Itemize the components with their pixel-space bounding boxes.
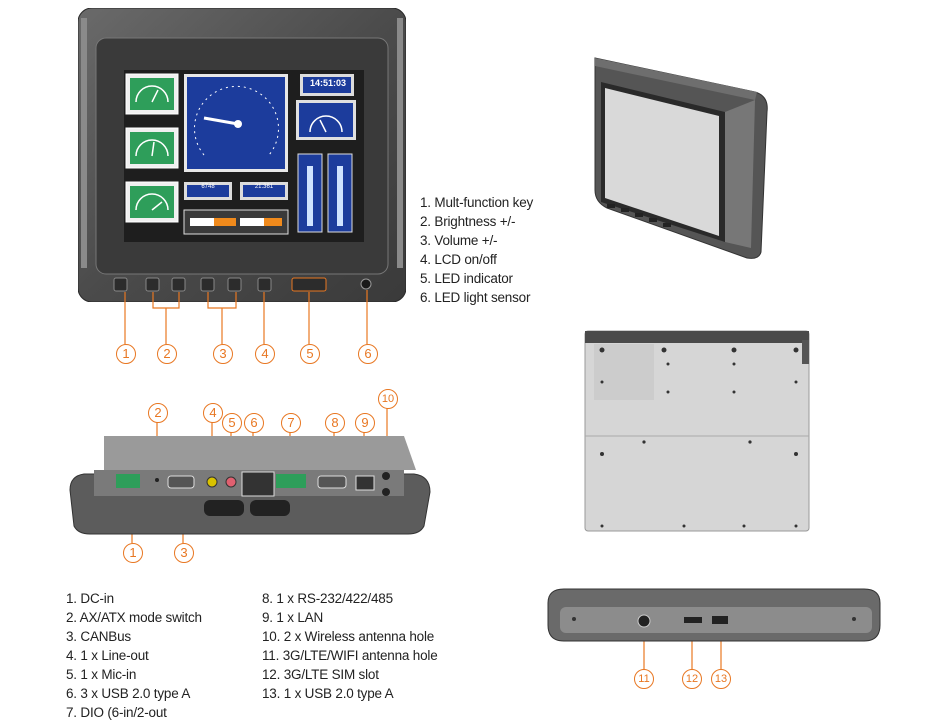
dc-in-port	[116, 474, 140, 488]
callout-front-6: 6	[358, 344, 378, 364]
brightness-up-key	[171, 277, 186, 292]
light-sensor	[360, 278, 372, 290]
io-list-left: 1. DC-in 2. AX/ATX mode switch 3. CANBus…	[66, 589, 202, 722]
callout-side-13: 13	[711, 669, 731, 689]
front-feature-list: 1. Mult-function key 2. Brightness +/- 3…	[420, 193, 533, 307]
antenna-hole-1	[382, 472, 390, 480]
screen-readout-right: 21.361	[254, 184, 274, 190]
function-key	[113, 277, 128, 292]
mic-in-jack	[225, 476, 237, 488]
usb-ports	[241, 471, 275, 497]
screen-ui	[124, 70, 364, 242]
small-gauge-1	[125, 73, 179, 115]
front-feature-item: 1. Mult-function key	[420, 195, 534, 210]
callout-front-3: 3	[213, 344, 233, 364]
io-item: 2. AX/ATX mode switch	[66, 610, 202, 625]
callout-io-8: 8	[325, 413, 345, 433]
callout-front-4: 4	[255, 344, 275, 364]
canbus-port	[167, 475, 195, 489]
io-list-right: 8. 1 x RS-232/422/485 9. 1 x LAN 10. 2 x…	[262, 589, 438, 703]
lan-port	[355, 475, 375, 491]
antenna-hole-2	[382, 488, 390, 496]
rs232-port	[317, 475, 347, 489]
io-item: 4. 1 x Line-out	[66, 648, 149, 663]
back-view-image	[584, 330, 810, 532]
small-gauge-2	[125, 127, 179, 169]
callout-io-10: 10	[378, 389, 398, 409]
callout-io-7: 7	[281, 413, 301, 433]
angled-view-image	[585, 52, 775, 260]
line-out-jack	[206, 476, 218, 488]
front-feature-item: 5. LED indicator	[420, 271, 513, 286]
atx-switch	[155, 478, 159, 482]
screen-clock: 14:51:03	[309, 78, 347, 88]
callout-front-1: 1	[116, 344, 136, 364]
side-view-image	[540, 585, 888, 645]
front-feature-item: 2. Brightness +/-	[420, 214, 516, 229]
io-item: 11. 3G/LTE/WIFI antenna hole	[262, 648, 438, 663]
callout-io-2: 2	[148, 403, 168, 423]
volume-up-key	[227, 277, 242, 292]
io-item: 3. CANBus	[66, 629, 131, 644]
io-item: 1. DC-in	[66, 591, 114, 606]
front-feature-item: 4. LCD on/off	[420, 252, 497, 267]
io-item: 9. 1 x LAN	[262, 610, 324, 625]
io-item: 10. 2 x Wireless antenna hole	[262, 629, 435, 644]
front-feature-item: 3. Volume +/-	[420, 233, 498, 248]
callout-side-11: 11	[634, 669, 654, 689]
dio-port	[276, 474, 306, 488]
usb-port-side	[712, 616, 728, 624]
callout-io-4: 4	[203, 403, 223, 423]
io-item: 7. DIO (6-in/2-out	[66, 705, 167, 720]
led-indicator	[291, 277, 327, 292]
io-item: 8. 1 x RS-232/422/485	[262, 591, 393, 606]
screen-readout-left: 6748	[201, 184, 215, 190]
callout-front-5: 5	[300, 344, 320, 364]
callout-io-9: 9	[355, 413, 375, 433]
callout-io-3: 3	[174, 543, 194, 563]
callout-front-2: 2	[157, 344, 177, 364]
io-item: 5. 1 x Mic-in	[66, 667, 137, 682]
small-gauge-3	[125, 181, 179, 223]
callout-io-5: 5	[222, 413, 242, 433]
front-buttons	[112, 276, 382, 294]
brightness-down-key	[145, 277, 160, 292]
antenna-hole	[637, 614, 651, 628]
front-feature-item: 6. LED light sensor	[420, 290, 531, 305]
callout-io-1: 1	[123, 543, 143, 563]
io-view-image	[64, 430, 434, 540]
io-item: 6. 3 x USB 2.0 type A	[66, 686, 191, 701]
io-item: 12. 3G/LTE SIM slot	[262, 667, 379, 682]
lcd-key	[257, 277, 272, 292]
speedometer	[184, 74, 288, 172]
callout-side-12: 12	[682, 669, 702, 689]
callout-io-6: 6	[244, 413, 264, 433]
io-item: 13. 1 x USB 2.0 type A	[262, 686, 394, 701]
sim-slot	[684, 617, 702, 623]
volume-down-key	[200, 277, 215, 292]
